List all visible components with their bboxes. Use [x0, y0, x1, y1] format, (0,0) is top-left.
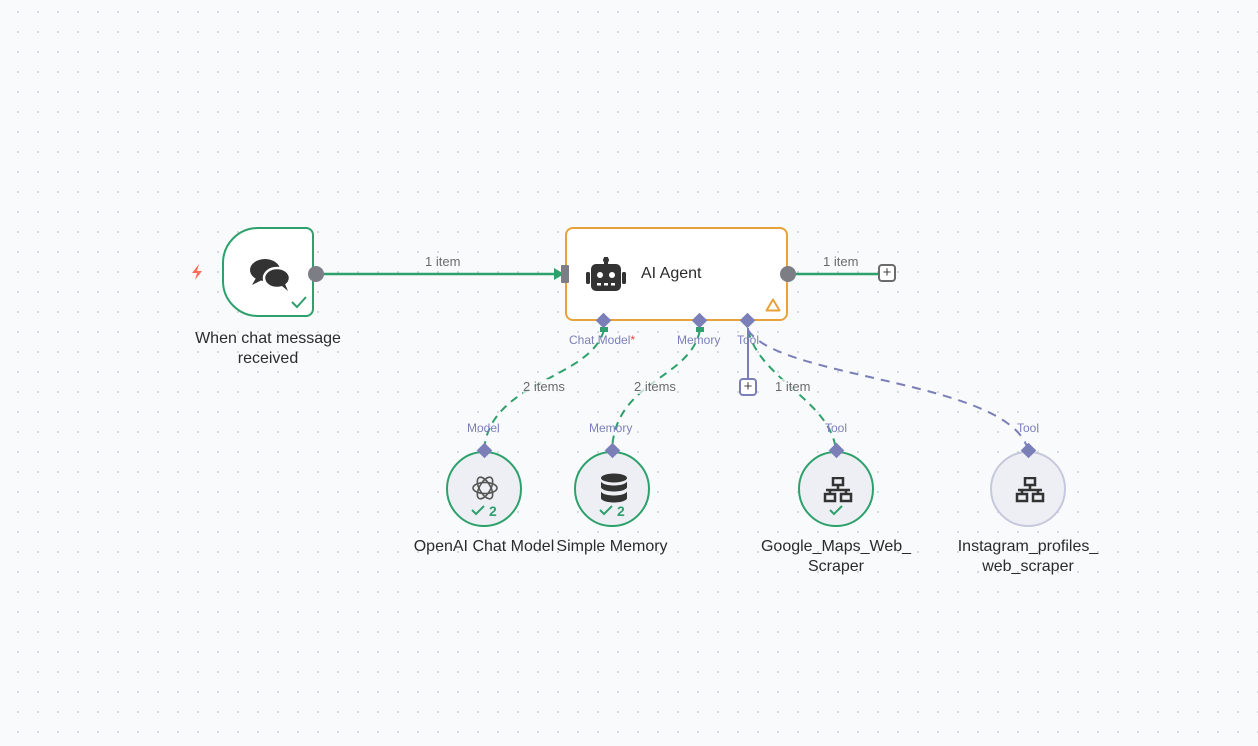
port-label-memory: Memory [677, 333, 721, 347]
agent-title: AI Agent [641, 265, 702, 282]
memory-node-label: Simple Memory [556, 538, 668, 555]
port-text: Chat Model [569, 333, 631, 347]
openai-icon [470, 473, 500, 508]
success-check-icon [599, 505, 613, 516]
label-line: Instagram_profiles_ [957, 538, 1099, 555]
agent-input-handle[interactable] [561, 265, 569, 283]
memory-port-label: Memory [589, 421, 633, 435]
warning-triangle-icon[interactable] [765, 298, 781, 317]
network-icon [823, 476, 853, 508]
instagram-node-label: Instagram_profiles_ web_scraper [938, 537, 1118, 577]
trigger-bolt-icon [189, 263, 205, 286]
run-count: 2 [617, 503, 625, 519]
openai-port-label: Model [467, 421, 500, 435]
edge-label-trigger-agent: 1 item [425, 254, 461, 269]
edge-label-memory: 2 items [634, 379, 676, 394]
node-ai-agent[interactable]: AI Agent [565, 227, 788, 321]
label-line: Google_Maps_Web_ [760, 538, 912, 555]
edge-label-gmaps: 1 item [775, 379, 811, 394]
label-line: received [237, 350, 299, 367]
trigger-node-label: When chat message received [178, 329, 358, 369]
openai-node-label: OpenAI Chat Model [413, 538, 555, 555]
run-count: 2 [489, 503, 497, 519]
node-when-chat-message-received[interactable] [222, 227, 314, 317]
trigger-output-handle[interactable] [308, 266, 324, 282]
port-label-tool: Tool [737, 333, 760, 347]
run-status: 2 [448, 503, 520, 519]
run-status [800, 503, 872, 519]
run-status: 2 [576, 503, 648, 519]
add-node-button[interactable]: + [878, 264, 896, 282]
edge-arrowhead [554, 268, 564, 280]
label-line: When chat message [195, 330, 341, 347]
node-simple-memory[interactable]: 2 [574, 451, 650, 527]
gmaps-node-label: Google_Maps_Web_ Scraper [746, 537, 926, 577]
edge-label-model: 2 items [523, 379, 565, 394]
node-google-maps-web-scraper[interactable] [798, 451, 874, 527]
robot-icon [585, 257, 627, 298]
required-marker: * [630, 333, 636, 347]
network-icon [1015, 476, 1045, 508]
port-label-chat-model: Chat Model* [569, 333, 635, 347]
success-check-icon [471, 505, 485, 516]
agent-output-handle[interactable] [780, 266, 796, 282]
success-check-icon [290, 295, 308, 314]
port-connector [600, 327, 608, 332]
edge-label-agent-output: 1 item [823, 254, 859, 269]
database-icon [600, 473, 628, 510]
label-line: Scraper [807, 558, 865, 575]
chat-bubbles-icon [248, 257, 292, 298]
add-tool-button[interactable]: + [739, 378, 757, 396]
instagram-port-label: Tool [1017, 421, 1040, 435]
port-connector [696, 327, 704, 332]
node-openai-chat-model[interactable]: 2 [446, 451, 522, 527]
node-instagram-profiles-web-scraper[interactable] [990, 451, 1066, 527]
gmaps-port-label: Tool [825, 421, 848, 435]
label-line: web_scraper [982, 558, 1074, 575]
success-check-icon [829, 505, 843, 516]
